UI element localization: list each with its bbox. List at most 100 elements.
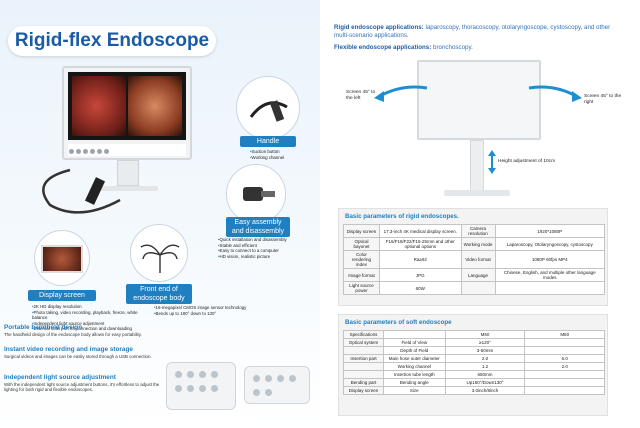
rigid-applications: Rigid endoscope applications: laparoscop…: [334, 24, 611, 39]
monitor-stand: [117, 160, 139, 186]
table-cell: M50: [444, 330, 526, 339]
table-cell: Light source power: [343, 281, 380, 295]
table-cell: Color rendering index: [343, 250, 380, 269]
table-cell: Working mode: [460, 237, 496, 251]
flexible-endoscope-cable-image: [42, 168, 121, 214]
table-cell: 650mm: [444, 370, 526, 379]
table-cell: 1080P 60fps MP4: [494, 250, 606, 269]
easy-assembly-label: Easy assembly and disassembly: [226, 217, 290, 237]
adjustable-monitor-base: [444, 190, 510, 196]
table-cell: Image format: [343, 268, 380, 282]
main-monitor-image: [62, 66, 192, 160]
page-title: Rigid-flex Endoscope: [14, 30, 210, 51]
adjustable-monitor-image: [417, 60, 541, 140]
handle-bullets: Suction button Working channel: [250, 149, 320, 160]
control-panel-image-2: [244, 366, 310, 404]
rigid-params-title: Basic parameters of rigid endoscopes.: [345, 213, 459, 220]
flexible-applications: Flexible endoscope applications: broncho…: [334, 44, 473, 51]
table-cell: Chinese, English, and multiple other lan…: [494, 268, 606, 282]
table-cell: Specifications: [343, 330, 384, 339]
table-cell: [524, 378, 605, 387]
display-screen-label: Display screen: [28, 290, 96, 301]
table-cell: 6.0: [524, 354, 605, 363]
front-end-bullets: 16-megapixel CMOS image sensor technolog…: [154, 305, 264, 316]
table-cell: [382, 330, 446, 339]
table-cell: [343, 370, 384, 379]
table-cell: [343, 346, 384, 355]
display-screen-bullets: 2K HD display resolution Photo taking, v…: [32, 304, 138, 332]
soft-params-box: Basic parameters of soft endoscope Speci…: [338, 314, 608, 416]
handle-label: Handle: [240, 136, 296, 147]
table-cell: Display screen: [343, 224, 380, 238]
table-cell: F16/F18/F22/F15-25mm and other optional …: [378, 237, 462, 251]
table-cell: 3-50mm: [444, 346, 526, 355]
table-cell: 60W: [378, 281, 462, 295]
table-cell: Ra≥92: [378, 250, 462, 269]
table-cell: Bending part: [343, 378, 384, 387]
table-cell: Laparoscopy, Otolaryngoscopy, cystoscopy: [494, 237, 606, 251]
table-cell: [494, 281, 606, 295]
connector-image: [226, 164, 286, 224]
rotate-left-arrow-icon: [374, 85, 428, 102]
screen-left-note: Screen 45° to the left: [346, 90, 376, 101]
table-cell: [524, 346, 605, 355]
table-cell: [524, 370, 605, 379]
table-cell: Language: [460, 268, 496, 282]
easy-assembly-bullets: Quick installation and disassembly Stabl…: [218, 237, 320, 259]
table-cell: Optical system: [343, 338, 384, 347]
soft-params-title: Basic parameters of soft endoscope: [345, 319, 452, 326]
front-end-label: Front end of endoscope body: [126, 284, 192, 304]
display-screen-image: [34, 230, 90, 286]
table-cell: Video format: [460, 250, 496, 269]
table-cell: Up160°/Down130°: [444, 378, 526, 387]
rotate-right-arrow-icon: [528, 85, 582, 102]
height-adjust-note: Height adjustment of 10cm: [498, 159, 556, 164]
table-cell: Size: [382, 386, 446, 395]
title-badge: Rigid-flex Endoscope: [8, 26, 216, 56]
table-cell: [524, 338, 605, 347]
table-cell: Insertion part: [343, 354, 384, 363]
table-cell: Field of View: [382, 338, 446, 347]
screen-right-note: Screen 45° to the right: [584, 94, 622, 105]
table-cell: [524, 386, 605, 395]
table-cell: 17.3-inch 4K medical display screen.: [378, 224, 462, 238]
table-cell: 2.0: [444, 354, 526, 363]
table-cell: 1.2: [444, 362, 526, 371]
table-cell: Optical bayonet: [343, 237, 380, 251]
table-cell: Insertion tube length: [382, 370, 446, 379]
table-cell: Working channel: [382, 362, 446, 371]
product-overview-panel: Rigid-flex Endoscope Handle Suction butt…: [0, 0, 320, 428]
rigid-params-box: Basic parameters of rigid endoscopes. Di…: [338, 208, 608, 306]
feature-recording: Instant video recording and image storag…: [4, 346, 152, 359]
table-cell: Display screen: [343, 386, 384, 395]
table-cell: M60: [524, 330, 605, 339]
table-cell: [460, 281, 496, 295]
control-panel-image-1: [166, 362, 236, 410]
table-cell: 2.0: [524, 362, 605, 371]
feature-portable: Portable handheld design The handheld de…: [4, 324, 142, 337]
table-cell: Depth of Field: [382, 346, 446, 355]
table-cell: ≥120°: [444, 338, 526, 347]
adjustable-monitor-stand: [470, 140, 484, 192]
handle-image: [236, 76, 300, 140]
table-cell: Bending angle: [382, 378, 446, 387]
table-cell: Camera resolution: [460, 224, 496, 238]
front-end-image: [130, 224, 188, 282]
table-cell: JPG: [378, 268, 462, 282]
